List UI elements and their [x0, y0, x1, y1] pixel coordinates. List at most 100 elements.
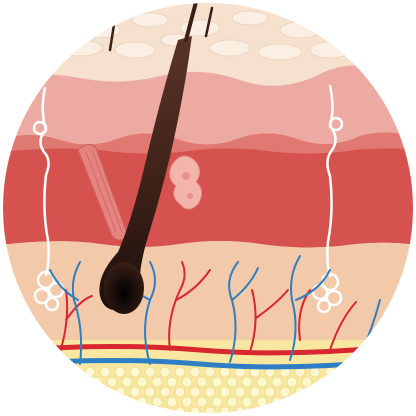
fat-cell — [399, 366, 411, 378]
fat-cell — [54, 366, 66, 378]
fat-cell — [264, 386, 276, 398]
fat-cell — [144, 366, 156, 378]
fat-cell — [271, 376, 283, 388]
fat-cell — [219, 386, 231, 398]
fat-cell — [2, 386, 6, 398]
fat-cell — [376, 396, 388, 408]
fat-cell — [249, 386, 261, 398]
fat-cell — [69, 386, 81, 398]
fat-cell — [91, 396, 103, 408]
fat-cell — [46, 396, 58, 408]
fat-cell — [31, 376, 43, 388]
fat-cell — [331, 376, 343, 388]
fat-cell — [301, 376, 313, 388]
fat-cell — [46, 376, 58, 388]
fat-cell — [204, 386, 216, 398]
fat-cell — [144, 386, 156, 398]
fat-cell — [189, 406, 201, 414]
fat-cell — [354, 406, 366, 414]
dermis-band-highlight — [2, 132, 414, 154]
fat-cell — [76, 376, 88, 388]
fat-cell — [339, 386, 351, 398]
reticular-dermis-band — [2, 132, 414, 248]
fat-cell — [189, 386, 201, 398]
fat-cell — [159, 366, 171, 378]
fat-cell — [24, 386, 36, 398]
fat-cell — [16, 376, 28, 388]
fat-cell — [384, 386, 396, 398]
fat-cell — [174, 386, 186, 398]
fat-cell — [129, 386, 141, 398]
fat-cell — [106, 396, 118, 408]
fat-cell — [196, 396, 208, 408]
fat-cell — [391, 396, 403, 408]
fat-cell — [24, 366, 36, 378]
fat-cell — [301, 396, 313, 408]
fat-cell — [99, 406, 111, 414]
fat-cell — [309, 406, 321, 414]
fat-cell — [151, 376, 163, 388]
fat-cell — [279, 406, 291, 414]
fat-cell — [31, 396, 43, 408]
fat-cell — [39, 406, 51, 414]
fat-cell — [144, 406, 156, 414]
fat-cell — [211, 396, 223, 408]
fat-cell — [16, 396, 28, 408]
hair-bulb — [104, 262, 144, 314]
fat-cell — [204, 406, 216, 414]
fat-cell — [241, 396, 253, 408]
fat-cell — [226, 376, 238, 388]
fat-cell — [9, 386, 21, 398]
sebaceous-gland — [169, 155, 202, 210]
fat-cell — [61, 376, 73, 388]
fat-cell — [369, 386, 381, 398]
fat-cell — [346, 396, 358, 408]
fat-cell — [384, 406, 396, 414]
fat-cell — [151, 396, 163, 408]
upper-dermis-layer — [2, 65, 414, 150]
fat-cell — [106, 376, 118, 388]
fat-cell — [264, 406, 276, 414]
sweat-gland-left — [32, 86, 65, 312]
fat-cell — [24, 406, 36, 414]
fat-cell — [69, 406, 81, 414]
fat-cell — [121, 376, 133, 388]
fat-cell — [174, 366, 186, 378]
fat-cell — [226, 396, 238, 408]
fat-cell — [331, 396, 343, 408]
fat-cell — [256, 376, 268, 388]
fat-cell — [166, 396, 178, 408]
fat-cell — [76, 396, 88, 408]
fat-cell — [406, 376, 414, 388]
fat-cell — [369, 366, 381, 378]
fat-cell — [196, 376, 208, 388]
fat-cell — [204, 366, 216, 378]
fat-cell — [84, 386, 96, 398]
fat-cell — [361, 376, 373, 388]
fat-cell — [309, 386, 321, 398]
fat-cell — [354, 386, 366, 398]
fat-cell — [279, 386, 291, 398]
fat-cell — [399, 406, 411, 414]
fat-cell — [99, 366, 111, 378]
hair-follicle — [99, 36, 192, 311]
hair-shaft — [184, 2, 198, 42]
fat-cell — [286, 376, 298, 388]
fat-cell — [316, 396, 328, 408]
fat-cell — [219, 406, 231, 414]
fat-cell — [39, 366, 51, 378]
fat-cell — [159, 386, 171, 398]
fat-cell — [114, 366, 126, 378]
fat-cell — [39, 386, 51, 398]
fat-cell — [219, 366, 231, 378]
fat-cell — [339, 406, 351, 414]
fat-cell — [114, 406, 126, 414]
fat-cell — [406, 396, 414, 408]
fat-cell — [181, 376, 193, 388]
fat-cell — [211, 376, 223, 388]
fat-cell — [324, 406, 336, 414]
fat-cell — [399, 386, 411, 398]
fat-cell — [189, 366, 201, 378]
